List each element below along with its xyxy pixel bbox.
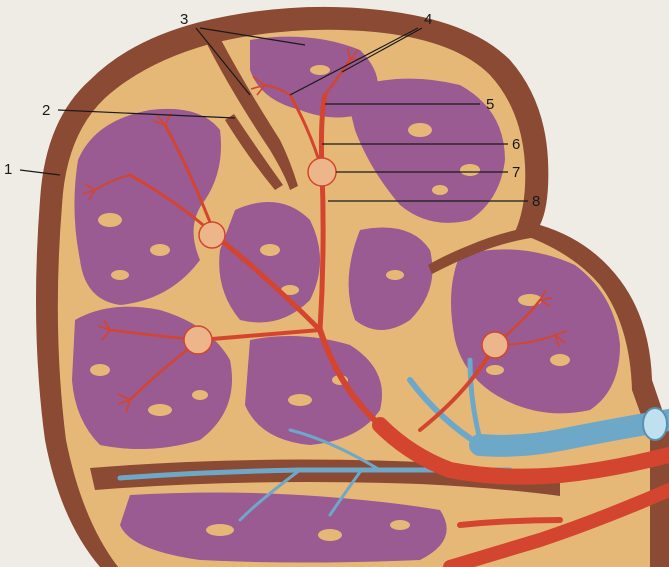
label-1: 1 xyxy=(4,161,12,178)
vein-cross-section xyxy=(643,408,667,440)
label-5: 5 xyxy=(486,96,494,113)
label-4: 4 xyxy=(424,11,432,28)
label-8: 8 xyxy=(532,193,540,210)
label-3: 3 xyxy=(180,11,188,28)
label-6: 6 xyxy=(512,136,520,153)
label-7: 7 xyxy=(512,164,520,181)
label-2: 2 xyxy=(42,102,50,119)
